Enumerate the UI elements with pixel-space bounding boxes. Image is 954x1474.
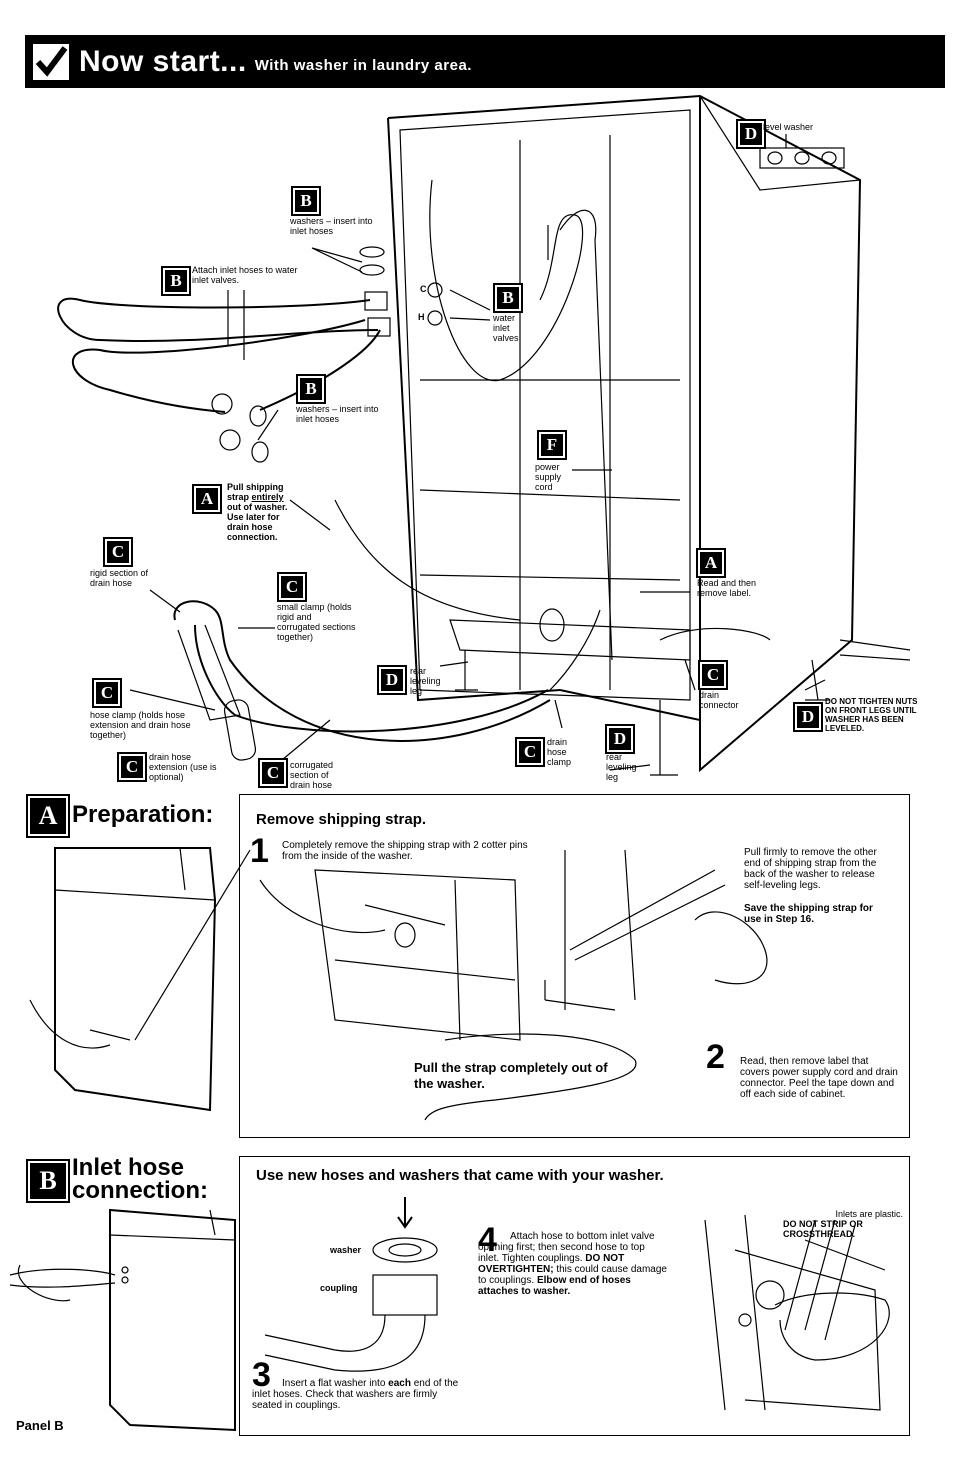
hand-attaching-hose-illustration <box>704 1214 890 1411</box>
badge-d-rear-leg2: D <box>605 724 635 754</box>
rigid-section-label: rigid section of drain hose <box>90 568 149 588</box>
hose-clamp-label: hose clamp (holds hose extension and dra… <box>90 710 191 740</box>
save-strap-text: Save the shipping strap for use in Step … <box>744 903 873 925</box>
water-inlet-label: water inlet valves <box>493 313 519 343</box>
badge-c-small-clamp: C <box>277 572 307 602</box>
prep-badge: A <box>26 794 70 838</box>
badge-b-attach: B <box>161 266 191 296</box>
badge-a-label: A <box>696 548 726 578</box>
step3-number: 3 <box>252 1356 271 1394</box>
inlet-title-line1: Inlet hose <box>72 1154 185 1181</box>
badge-c-drain-clamp: C <box>515 737 545 767</box>
drain-clamp-label: drain hose clamp <box>547 737 572 767</box>
badge-b-washers-top: B <box>291 186 321 216</box>
read-remove-label: Read and then remove label. <box>697 578 757 598</box>
prep-washer-illustration <box>29 847 251 1112</box>
badge-c-drain-connector: C <box>698 660 728 690</box>
badge-b-valves: B <box>493 283 523 313</box>
pull-completely-text: Pull the strap completely out of the was… <box>414 1060 608 1091</box>
badge-c-corrugated: C <box>258 758 288 788</box>
pull-strap-label: Pull shipping strap entirely out of wash… <box>227 482 288 542</box>
corrugated-label: corrugated section of drain hose <box>290 760 334 790</box>
drain-connector-label: drain connector <box>699 690 739 710</box>
rear-leg-label: rear leveling leg <box>410 666 441 696</box>
washers-insert-top-label: washers – insert into inlet hoses <box>290 216 373 236</box>
badge-d-rear-leg: D <box>377 665 407 695</box>
no-strip-label: DO NOT STRIP OR CROSSTHREAD. <box>783 1219 863 1239</box>
strap-removal-illustration <box>259 849 768 1121</box>
inlets-plastic-label: Inlets are plastic. <box>835 1209 903 1219</box>
drain-ext-label: drain hose extension (use is optional) <box>149 752 217 782</box>
step1-text: Completely remove the shipping strap wit… <box>282 840 528 862</box>
header-banner: Now start... With washer in laundry area… <box>25 35 945 88</box>
badge-d-level: D <box>736 119 766 149</box>
badge-c-drain-ext: C <box>117 752 147 782</box>
badge-d-front-legs: D <box>793 702 823 732</box>
badge-a-strap: A <box>192 484 222 514</box>
small-clamp-label: small clamp (holds rigid and corrugated … <box>277 602 356 642</box>
inlet-box <box>239 1156 910 1436</box>
washer-rear-illustration <box>57 94 911 776</box>
attach-inlet-label: Attach inlet hoses to water inlet valves… <box>192 265 298 285</box>
step3-text: Insert a flat washer into each end of th… <box>252 1378 459 1411</box>
valve-h-label: H <box>418 312 425 322</box>
prep-heading: Remove shipping strap. <box>256 811 427 828</box>
banner-title: Now start... <box>79 44 247 78</box>
inlet-washer-illustration <box>9 1208 236 1432</box>
step4-number: 4 <box>478 1221 497 1259</box>
badge-b-washers-mid: B <box>296 374 326 404</box>
hose-coupling-illustration <box>264 1197 438 1372</box>
badge-c-rigid: C <box>103 537 133 567</box>
do-not-tighten-label: DO NOT TIGHTEN NUTS ON FRONT LEGS UNTIL … <box>825 697 918 733</box>
step2-number: 2 <box>706 1038 725 1076</box>
step4-text: Attach hose to bottom inlet valve openin… <box>478 1231 667 1297</box>
banner-subtitle: With washer in laundry area. <box>254 57 472 74</box>
prep-title: Preparation: <box>72 801 214 828</box>
step1-number: 1 <box>250 832 269 870</box>
pull-firmly-text: Pull firmly to remove the other end of s… <box>744 847 877 891</box>
washers-insert-mid-label: washers – insert into inlet hoses <box>296 404 379 424</box>
level-washer-label: level washer <box>763 122 814 132</box>
washer-label: washer <box>330 1245 362 1255</box>
inlet-heading: Use new hoses and washers that came with… <box>256 1167 664 1184</box>
panel-label: Panel B <box>16 1418 64 1433</box>
power-cord-label: power supply cord <box>535 462 562 492</box>
prep-box <box>239 794 910 1138</box>
badge-f-power: F <box>537 430 567 460</box>
inlet-title-line2: connection: <box>72 1177 208 1204</box>
inlet-badge: B <box>26 1159 70 1203</box>
step2-text: Read, then remove label that covers powe… <box>740 1056 898 1100</box>
checkmark-icon <box>33 43 69 80</box>
rear-leg2-label: rear leveling leg <box>606 752 637 782</box>
coupling-label: coupling <box>320 1283 358 1293</box>
badge-c-hose-clamp: C <box>92 678 122 708</box>
valve-c-label: C <box>420 284 427 294</box>
